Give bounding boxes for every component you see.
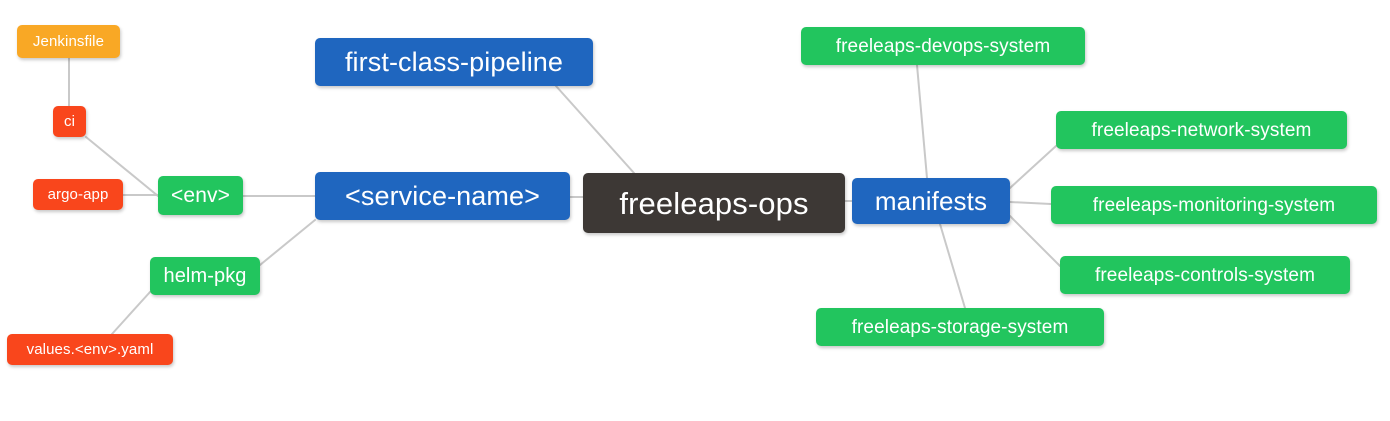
node-first-class-pipeline[interactable]: first-class-pipeline — [315, 38, 593, 86]
node-label-freeleaps-storage-system: freeleaps-storage-system — [851, 316, 1069, 338]
edge-first-class-pipeline-freeleaps-ops — [555, 85, 635, 174]
node-label-freeleaps-devops-system: freeleaps-devops-system — [835, 35, 1051, 57]
node-service-name[interactable]: <service-name> — [315, 172, 570, 220]
edge-service-name-helm-pkg — [259, 219, 316, 266]
edge-manifests-controls — [1009, 215, 1061, 267]
node-label-jenkinsfile: Jenkinsfile — [32, 33, 105, 50]
edge-helm-pkg-values-yaml — [111, 291, 151, 335]
edge-manifests-network — [1009, 145, 1057, 189]
edge-manifests-devops — [916, 64, 928, 179]
node-manifests[interactable]: manifests — [852, 178, 1010, 224]
node-label-freeleaps-network-system: freeleaps-network-system — [1091, 119, 1312, 141]
node-values-yaml[interactable]: values.<env>.yaml — [7, 334, 173, 365]
node-label-manifests: manifests — [874, 186, 988, 216]
node-freeleaps-ops[interactable]: freeleaps-ops — [583, 173, 845, 233]
node-label-env: <env> — [171, 184, 230, 207]
edge-manifests-monitoring — [1009, 201, 1052, 205]
node-freeleaps-devops-system[interactable]: freeleaps-devops-system — [801, 27, 1085, 65]
edge-manifests-storage — [939, 223, 966, 309]
node-jenkinsfile[interactable]: Jenkinsfile — [17, 25, 120, 58]
node-label-freeleaps-ops: freeleaps-ops — [619, 185, 809, 221]
node-argo-app[interactable]: argo-app — [33, 179, 123, 210]
node-label-first-class-pipeline: first-class-pipeline — [344, 46, 564, 77]
node-label-values-yaml: values.<env>.yaml — [26, 341, 154, 358]
node-env[interactable]: <env> — [158, 176, 243, 215]
node-label-freeleaps-controls-system: freeleaps-controls-system — [1094, 264, 1316, 286]
node-label-argo-app: argo-app — [47, 186, 109, 203]
node-freeleaps-monitoring-system[interactable]: freeleaps-monitoring-system — [1051, 186, 1377, 224]
node-freeleaps-storage-system[interactable]: freeleaps-storage-system — [816, 308, 1104, 346]
node-label-ci: ci — [63, 113, 76, 130]
node-helm-pkg[interactable]: helm-pkg — [150, 257, 260, 295]
node-freeleaps-network-system[interactable]: freeleaps-network-system — [1056, 111, 1347, 149]
node-label-service-name: <service-name> — [345, 180, 540, 211]
node-freeleaps-controls-system[interactable]: freeleaps-controls-system — [1060, 256, 1350, 294]
node-label-freeleaps-monitoring-system: freeleaps-monitoring-system — [1092, 194, 1336, 216]
node-label-helm-pkg: helm-pkg — [163, 265, 247, 287]
node-ci[interactable]: ci — [53, 106, 86, 137]
